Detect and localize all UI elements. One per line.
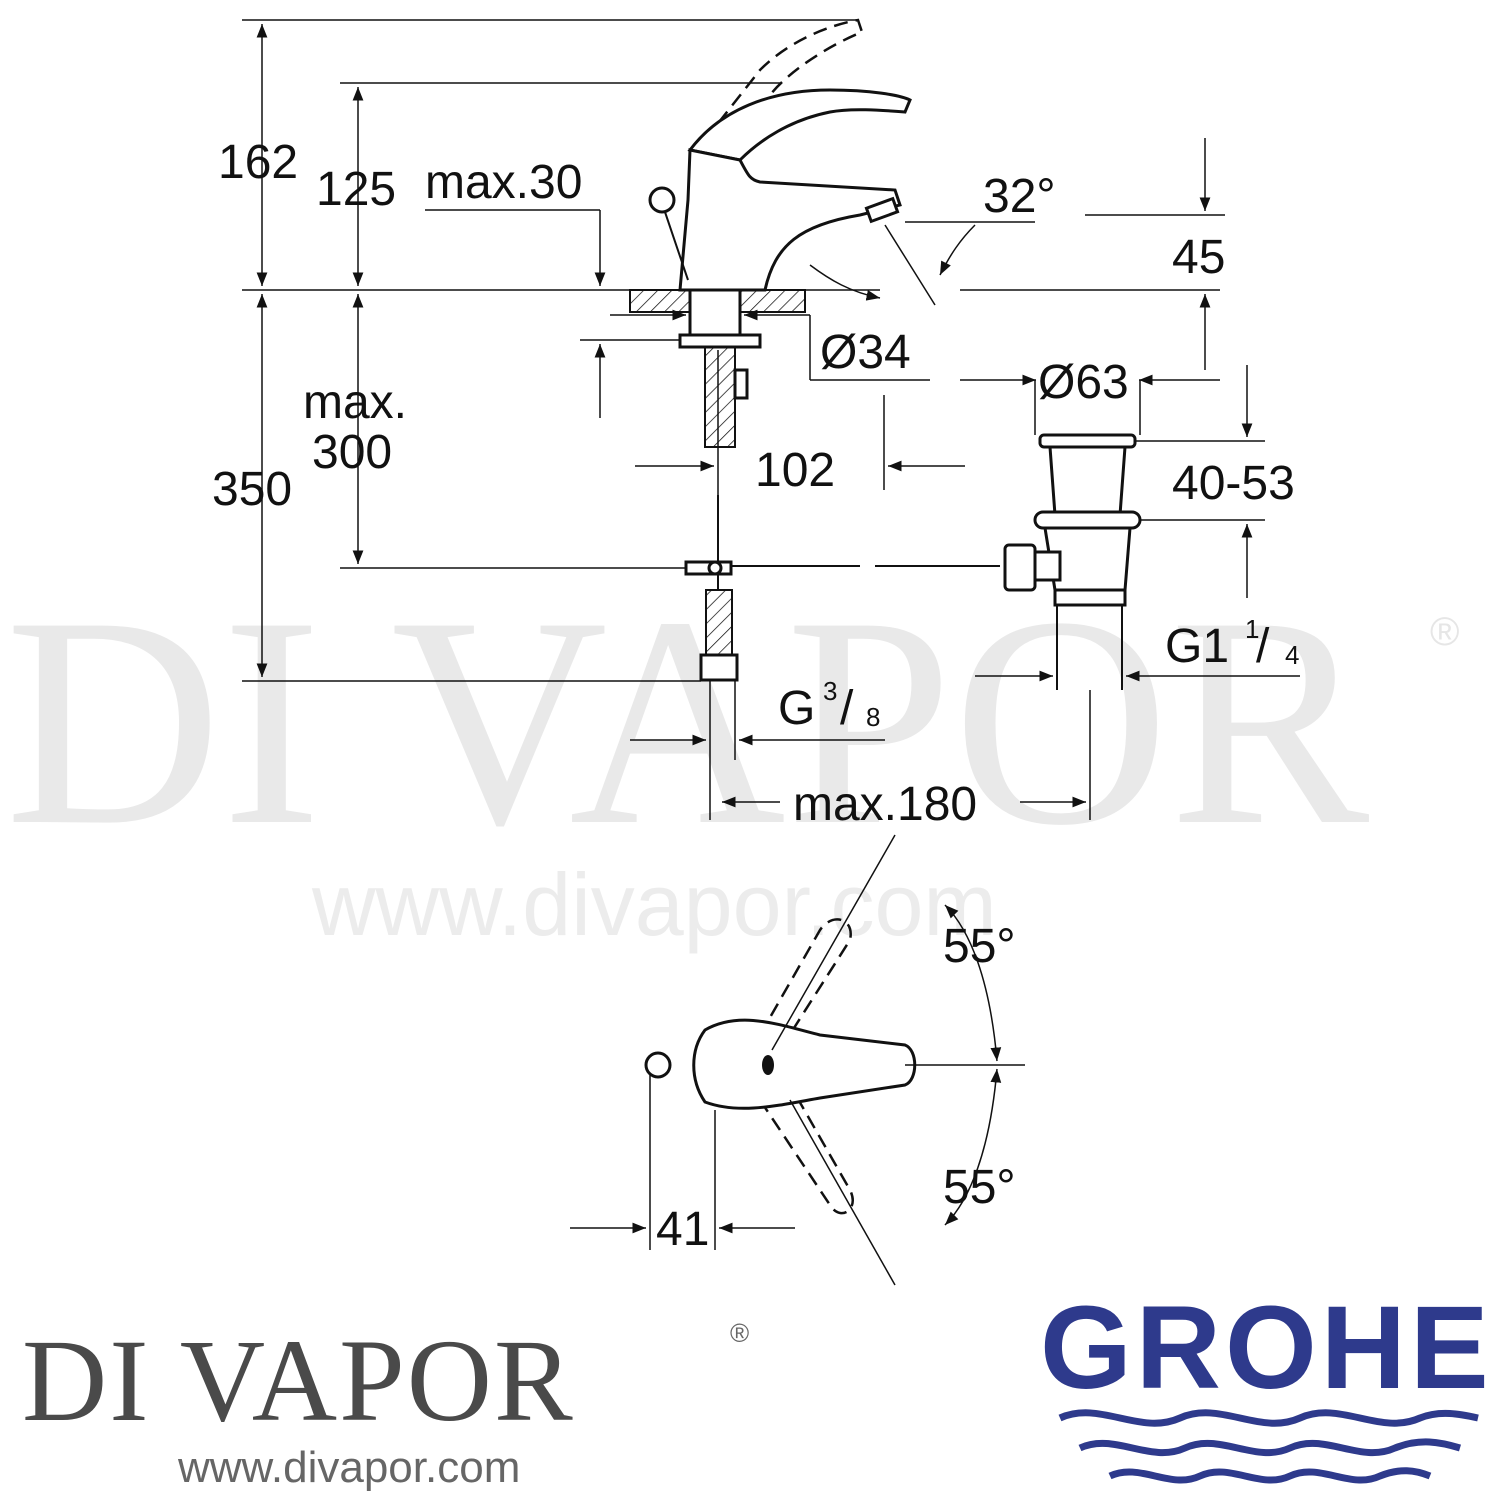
- grohe-wave-1: [1058, 1409, 1479, 1427]
- hose-fitting: [699, 653, 739, 682]
- mounting-stud: [688, 288, 742, 337]
- dim-angle-32: 32°: [983, 170, 1056, 223]
- watermark-registered: ®: [1430, 610, 1459, 654]
- faucet-top-view: [570, 834, 1025, 1286]
- lever-left-position-outline: [758, 918, 852, 1052]
- waste-plug: [1038, 433, 1137, 449]
- lever-indicator: [762, 1055, 774, 1075]
- dim-dia63: Ø63: [1038, 356, 1129, 409]
- dimension-labels: 162 125 max.30 32° 45 Ø34 Ø63 max. 300 3…: [212, 136, 1299, 1256]
- mounting-nut: [678, 333, 762, 349]
- watermark-brand: DI VAPOR: [5, 555, 1371, 887]
- svg-text:G: G: [778, 682, 815, 735]
- grohe-logo-text: GROHE: [1040, 1282, 1493, 1414]
- waste-outlet-nut: [1053, 588, 1127, 607]
- dim-g1-1-4: G1 1 / 4: [1165, 614, 1299, 673]
- divapor-logo-registered: ®: [730, 1318, 749, 1348]
- svg-text:/: /: [840, 682, 854, 735]
- dim-45: 45: [1172, 231, 1225, 284]
- dim-350: 350: [212, 463, 292, 516]
- divapor-logo: DI VAPOR ® www.divapor.com: [22, 1315, 749, 1492]
- grohe-wave-3: [1108, 1467, 1432, 1484]
- hose-connector: [733, 368, 749, 400]
- aerator: [864, 196, 900, 224]
- svg-text:4: 4: [1285, 640, 1299, 670]
- svg-text:3: 3: [823, 676, 837, 706]
- waste-rod-nut: [1003, 543, 1037, 592]
- dim-dia34: Ø34: [820, 326, 911, 379]
- dim-max300-line1: max.: [303, 376, 407, 429]
- dim-102: 102: [755, 444, 835, 497]
- dimension-lines: [242, 19, 1300, 820]
- dim-40-53: 40-53: [1172, 457, 1295, 510]
- divapor-logo-text: DI VAPOR: [22, 1315, 575, 1446]
- watermark-url: www.divapor.com: [311, 855, 997, 954]
- popup-rod-knob-top: [644, 1051, 672, 1079]
- supply-hose-lower: [705, 589, 733, 656]
- dim-g-3-8: G 3 / 8: [778, 676, 880, 735]
- dim-max180: max.180: [793, 778, 977, 831]
- dim-angle-55-bottom: 55°: [943, 1161, 1016, 1214]
- waste-rod-housing: [1033, 550, 1062, 582]
- grohe-logo: GROHE: [1040, 1282, 1493, 1484]
- svg-text:/: /: [1256, 620, 1270, 673]
- faucet-body: [678, 148, 902, 292]
- dim-41: 41: [656, 1203, 709, 1256]
- faucet-side-view: [629, 18, 1142, 690]
- dim-max300-line2: 300: [312, 426, 392, 479]
- waste-body: [1048, 445, 1127, 517]
- waste-flange-nut: [1033, 510, 1142, 530]
- dim-angle-55-top: 55°: [943, 920, 1016, 973]
- lever-top: [692, 1018, 917, 1110]
- watermark: DI VAPOR ® www.divapor.com: [5, 555, 1459, 954]
- dim-125: 125: [316, 163, 396, 216]
- dim-162: 162: [218, 136, 298, 189]
- svg-text:1: 1: [1245, 614, 1259, 644]
- popup-rod: [664, 211, 689, 281]
- popup-rod-knob: [648, 186, 676, 214]
- lever: [687, 88, 912, 162]
- clamp-screw: [707, 560, 723, 576]
- flow-arrow: [809, 264, 881, 301]
- dim-max30: max.30: [425, 156, 582, 209]
- supply-hose-upper: [704, 346, 736, 448]
- svg-text:G1: G1: [1165, 620, 1229, 673]
- lever-raised-outline: [702, 18, 864, 147]
- svg-text:8: 8: [866, 702, 880, 732]
- divapor-logo-url: www.divapor.com: [177, 1443, 520, 1492]
- grohe-wave-2: [1078, 1438, 1462, 1456]
